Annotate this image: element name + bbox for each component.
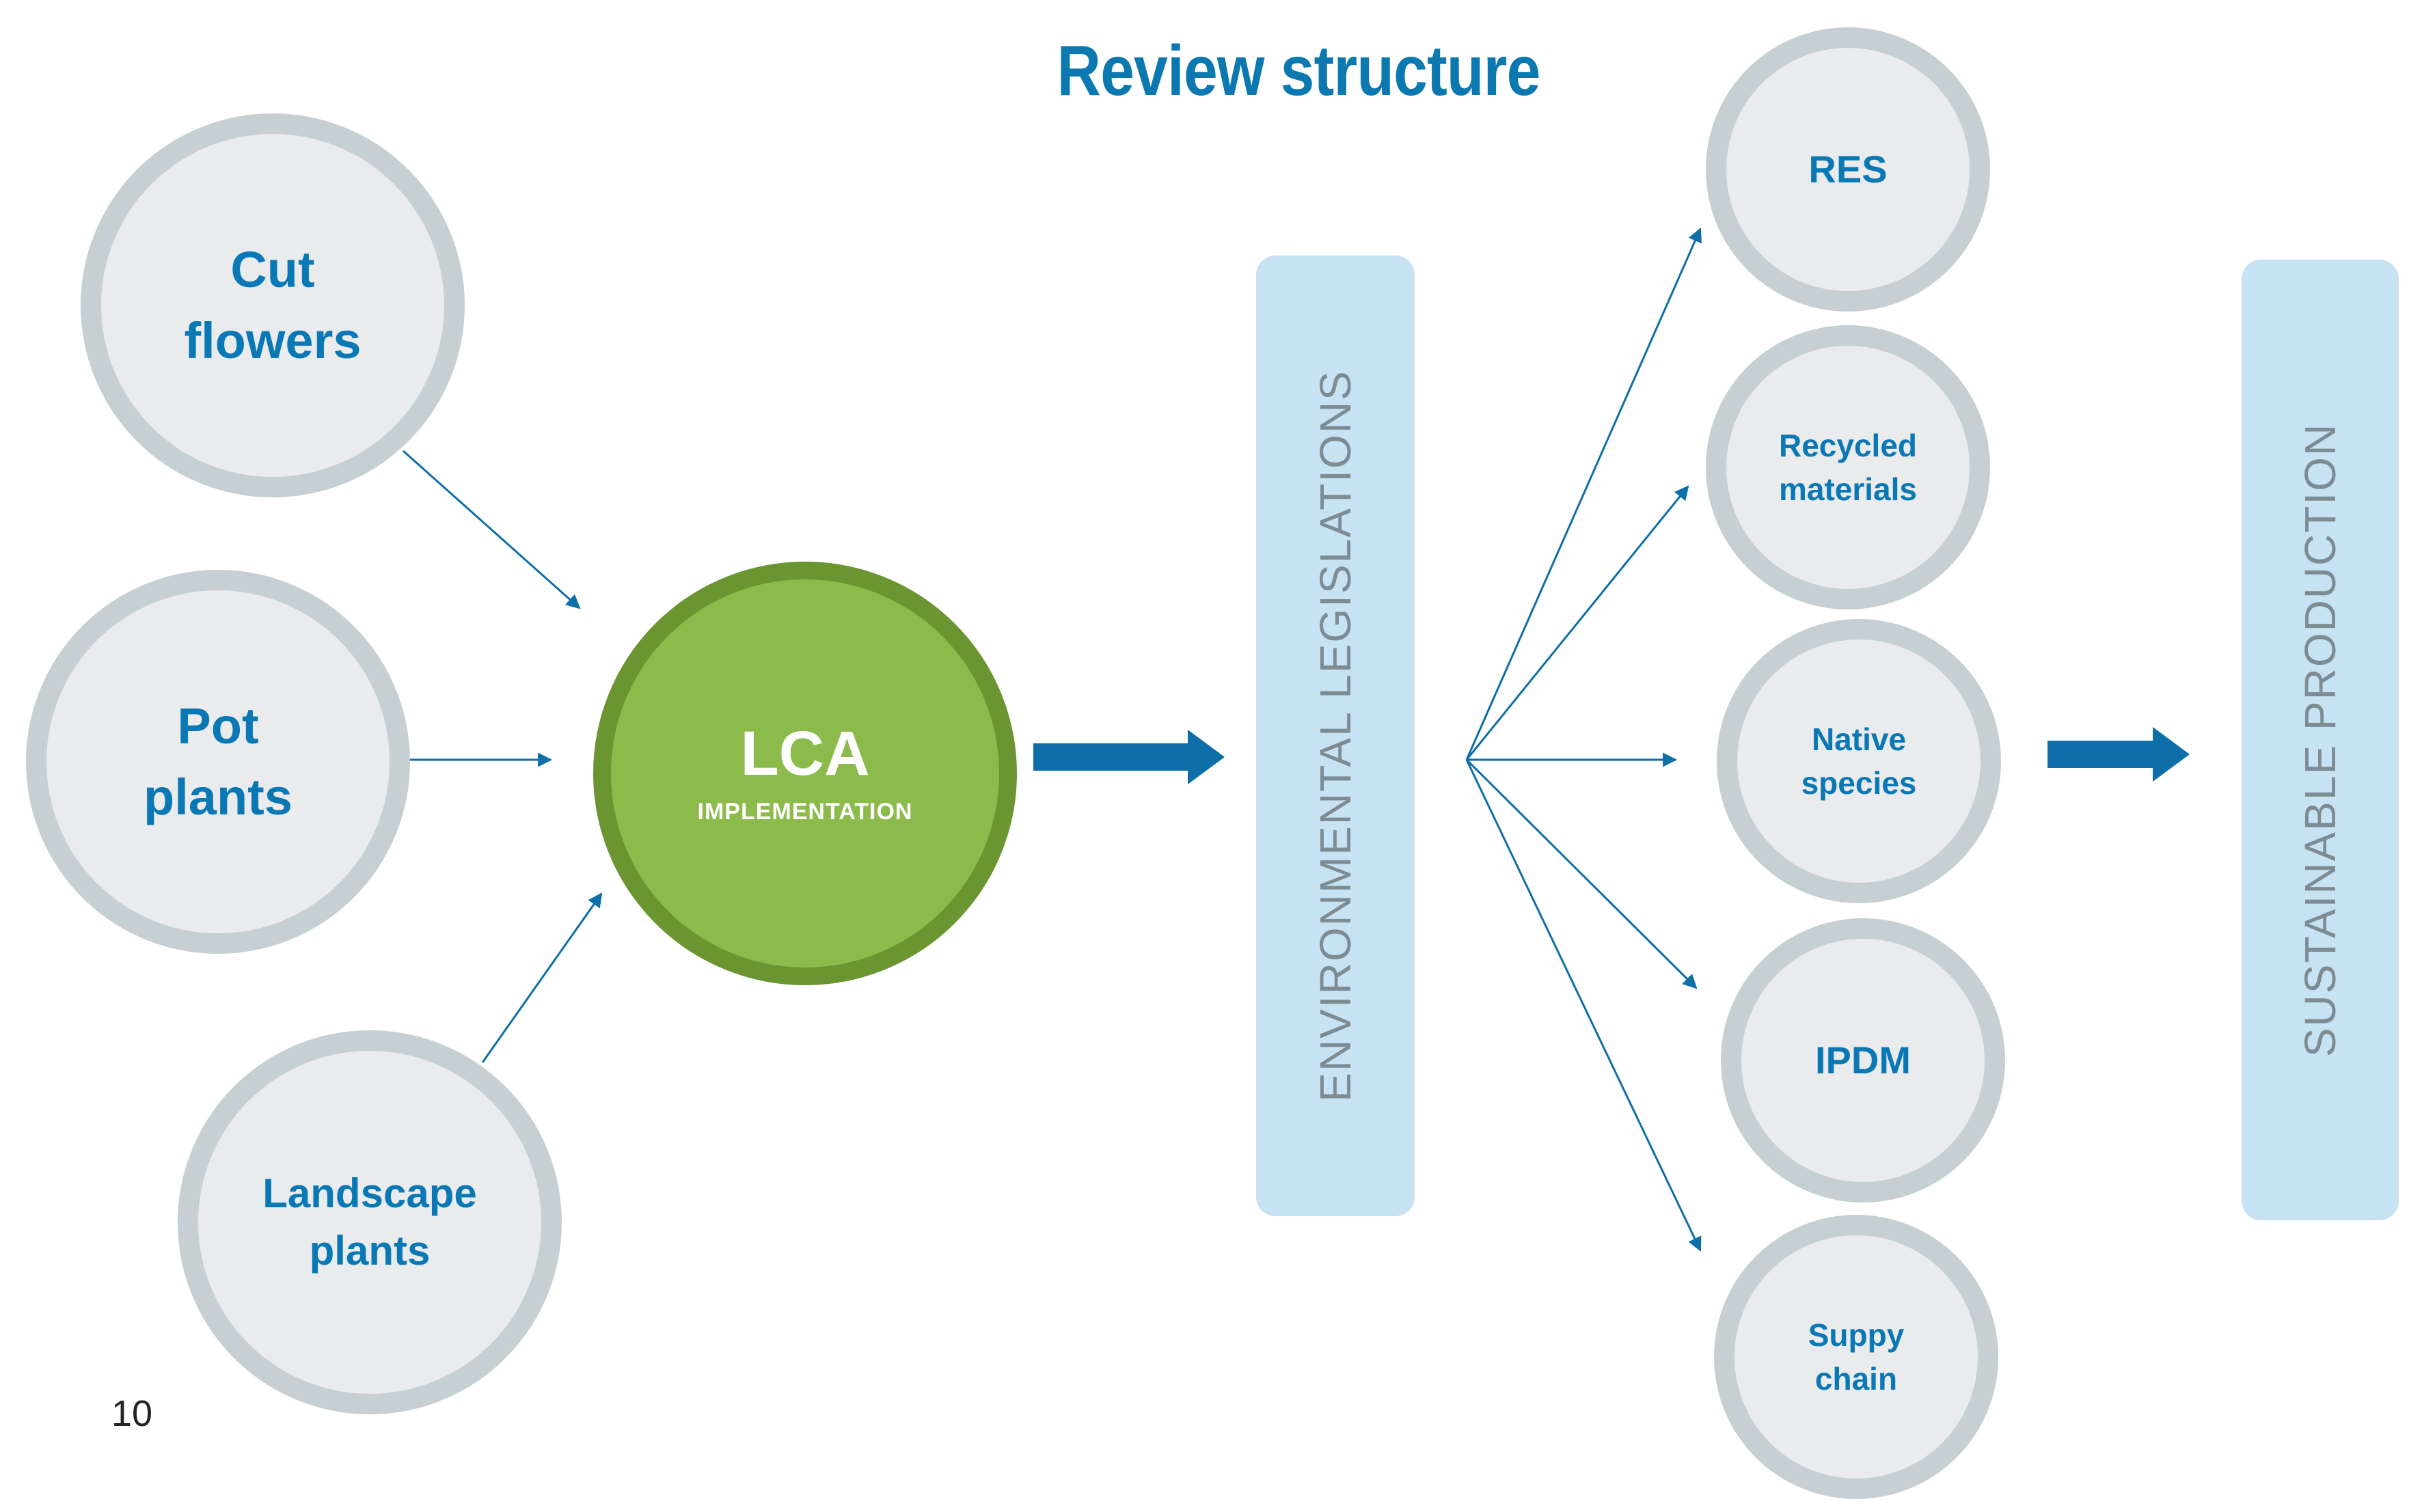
arrow-cut-flowers-to-lca	[403, 450, 581, 609]
node-suppy-chain-label: Suppy chain	[1808, 1317, 1905, 1397]
node-native-species: Native species	[1717, 619, 2001, 903]
node-ipdm-label: IPDM	[1815, 1038, 1911, 1082]
node-cut-flowers: Cut flowers	[81, 113, 465, 497]
flow-arrow-outcomes-to-sustainable-production	[2047, 727, 2190, 782]
node-native-species-label: Native species	[1801, 721, 1917, 801]
node-suppy-chain: Suppy chain	[1714, 1215, 1998, 1499]
page-number: 10	[111, 1393, 153, 1434]
arrow-legislation-to-res	[1465, 228, 1702, 760]
sustainable-production-bar: SUSTAINABLE PRODUCTION	[2242, 260, 2399, 1220]
node-landscape-plants: Landscape plants	[178, 1030, 562, 1414]
node-ipdm: IPDM	[1721, 918, 2005, 1202]
lca-label: LCA	[740, 718, 870, 788]
diagram-title: Review structure	[1057, 31, 1540, 111]
node-pot-plants: Pot plants	[26, 570, 410, 954]
node-recycled-materials-label: Recycled materials	[1778, 427, 1917, 507]
sustainable-production-label: SUSTAINABLE PRODUCTION	[2296, 422, 2345, 1058]
flow-arrow-lca-to-legislation	[1033, 730, 1225, 784]
lca-sublabel: IMPLEMENTATION	[697, 798, 913, 825]
node-res: RES	[1706, 27, 1990, 312]
node-recycled-materials: Recycled materials	[1706, 325, 1990, 609]
node-lca-implementation: LCA IMPLEMENTATION	[593, 562, 1017, 985]
node-cut-flowers-label: Cut flowers	[184, 241, 362, 369]
environmental-legislations-bar: ENVIRONMENTAL LEGISLATIONS	[1256, 256, 1415, 1216]
node-pot-plants-label: Pot plants	[144, 698, 292, 825]
arrow-landscape-plants-to-lca	[481, 892, 603, 1063]
node-res-label: RES	[1808, 147, 1888, 191]
arrow-legislation-to-suppy-chain	[1465, 759, 1702, 1252]
node-landscape-plants-label: Landscape plants	[262, 1170, 477, 1274]
environmental-legislations-label: ENVIRONMENTAL LEGISLATIONS	[1311, 370, 1360, 1102]
arrow-legislation-to-ipdm	[1465, 758, 1698, 989]
arrow-legislation-to-recycled-materials	[1465, 485, 1689, 760]
